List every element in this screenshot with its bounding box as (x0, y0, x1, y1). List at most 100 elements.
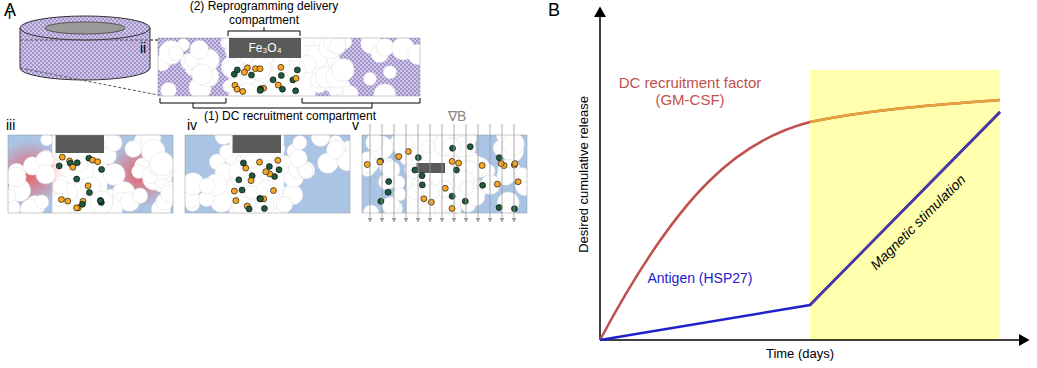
pore (422, 140, 435, 153)
release-chart (600, 8, 1028, 340)
drug-particle (270, 77, 276, 83)
bracket (228, 27, 300, 36)
shape (158, 38, 420, 96)
drug-particle (496, 205, 502, 211)
drug-particle (279, 86, 285, 92)
subpanel-numeral: iv (187, 117, 197, 133)
drug-particle (512, 161, 518, 167)
pore (276, 196, 292, 212)
field-gradient: ∇B (448, 108, 466, 124)
drug-particle (496, 155, 502, 161)
drug-particle (261, 205, 267, 211)
drug-particle (270, 188, 276, 194)
drug-particle (234, 86, 240, 92)
pore (383, 66, 396, 79)
pore (374, 84, 396, 96)
drug-particle (276, 167, 282, 173)
magnet (56, 135, 104, 153)
pore (366, 135, 384, 151)
subpanel-numeral: v (352, 117, 359, 133)
pore (376, 38, 394, 56)
pore (289, 149, 307, 167)
drug-particle (257, 66, 263, 72)
pore (407, 185, 421, 199)
drug-particle (257, 196, 263, 202)
pore (363, 72, 376, 85)
pore (53, 179, 68, 194)
drug-particle (263, 169, 269, 175)
drug-particle (266, 163, 272, 169)
drug-particle (378, 198, 384, 204)
drug-particle (494, 181, 500, 187)
field-line (466, 124, 467, 222)
node-text: Fe₃O₄ (248, 41, 281, 55)
pore (90, 191, 113, 213)
field-line (382, 124, 383, 222)
shape (8, 135, 173, 213)
drug-particle (467, 144, 473, 150)
drug-particle (236, 177, 242, 183)
pore (442, 138, 461, 157)
pore (192, 64, 213, 85)
drug-particle (257, 87, 263, 93)
pore (390, 135, 412, 155)
drug-particle (278, 64, 284, 70)
compartment-label: (1) DC recruitment compartment (204, 110, 376, 124)
bracket (160, 98, 420, 108)
drug-particle (462, 198, 468, 204)
scaffold-section (185, 135, 350, 213)
pore (150, 152, 173, 176)
drug-particle (396, 154, 402, 160)
field-line (418, 124, 419, 222)
drug-particle (293, 75, 299, 81)
pore (190, 40, 209, 59)
pore (326, 141, 344, 159)
magnet (233, 135, 281, 153)
pore (161, 186, 173, 203)
drug-particle (58, 197, 64, 203)
pore (223, 59, 242, 78)
field-line (430, 124, 431, 222)
drug-particle (428, 199, 434, 205)
drug-particle (79, 201, 85, 207)
shape (284, 135, 350, 213)
drug-particle (85, 183, 91, 189)
pore (408, 44, 420, 64)
pore (103, 164, 125, 186)
pore (249, 57, 271, 79)
drug-particle (378, 158, 384, 164)
pore (52, 193, 65, 206)
pore (219, 145, 233, 159)
pore (8, 189, 16, 203)
drug-particle (450, 145, 456, 151)
scaffold-section (8, 135, 173, 213)
drug-particle (246, 206, 252, 212)
pore (256, 180, 279, 203)
drug-particle (294, 67, 300, 73)
pore (221, 56, 244, 79)
drug-particle (257, 159, 263, 165)
pore (382, 197, 400, 213)
pore (125, 141, 142, 158)
field-line (370, 124, 371, 222)
pore (293, 136, 307, 150)
subpanel-numeral: ii (140, 40, 146, 56)
drug-particle (99, 166, 105, 172)
drug-particle (479, 162, 485, 168)
field-line (478, 124, 479, 222)
field-line (406, 124, 407, 222)
shape (185, 135, 350, 213)
drug-particle (74, 205, 80, 211)
field-lines (370, 124, 514, 222)
pore (41, 135, 53, 146)
drug-particle (248, 72, 254, 78)
drug-particle (386, 179, 392, 185)
drug-particle (515, 179, 521, 185)
pore (382, 161, 400, 179)
drug-particle (364, 162, 370, 168)
pore (229, 161, 250, 182)
pore (460, 181, 474, 195)
drug-particle (233, 198, 239, 204)
pore (215, 135, 232, 145)
